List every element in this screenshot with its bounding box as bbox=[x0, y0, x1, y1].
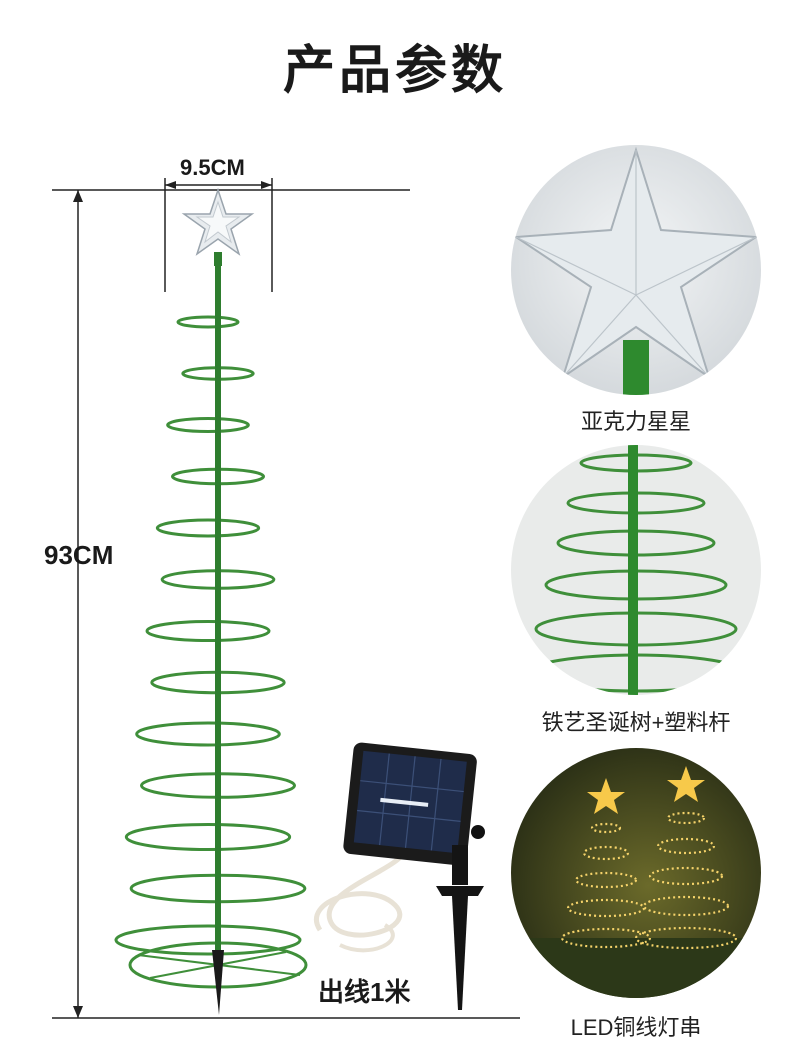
height-dimension-label: 93CM bbox=[44, 540, 114, 570]
spiral-ring bbox=[124, 823, 292, 851]
width-dimension-label: 9.5CM bbox=[180, 155, 245, 180]
cable-length-label: 出线1米 bbox=[318, 977, 411, 1007]
led-copper-string-lights-scene-icon bbox=[511, 748, 761, 998]
acrylic-star-icon bbox=[181, 187, 255, 266]
solar-stake bbox=[452, 896, 468, 1010]
dimension-lines bbox=[52, 178, 520, 1019]
spiral-tree bbox=[114, 187, 308, 1015]
detail-spiral-circle bbox=[511, 445, 761, 695]
acrylic-star-closeup-icon bbox=[511, 145, 761, 395]
dimension-arrows bbox=[73, 181, 272, 1018]
caption-iron-tree: 铁艺圣诞树+塑料杆 bbox=[541, 710, 731, 735]
detail-star-circle bbox=[511, 145, 761, 395]
spiral-ring bbox=[145, 620, 271, 642]
spiral-ring bbox=[135, 721, 281, 747]
page-title: 产品参数 bbox=[282, 42, 507, 100]
spiral-ring bbox=[114, 924, 302, 956]
spiral-ring bbox=[155, 518, 261, 538]
cable bbox=[314, 848, 408, 938]
pole bbox=[215, 262, 221, 967]
detail-night-circle bbox=[511, 748, 761, 998]
solar-panel bbox=[314, 742, 485, 1010]
caption-led-string: LED铜线灯串 bbox=[570, 1015, 702, 1040]
caption-acrylic-star: 亚克力星星 bbox=[580, 409, 691, 434]
ground-spike bbox=[212, 950, 224, 1015]
spiral-ring bbox=[176, 315, 240, 329]
iron-spiral-tree-closeup-icon bbox=[511, 445, 761, 695]
spiral-ring bbox=[166, 417, 250, 433]
